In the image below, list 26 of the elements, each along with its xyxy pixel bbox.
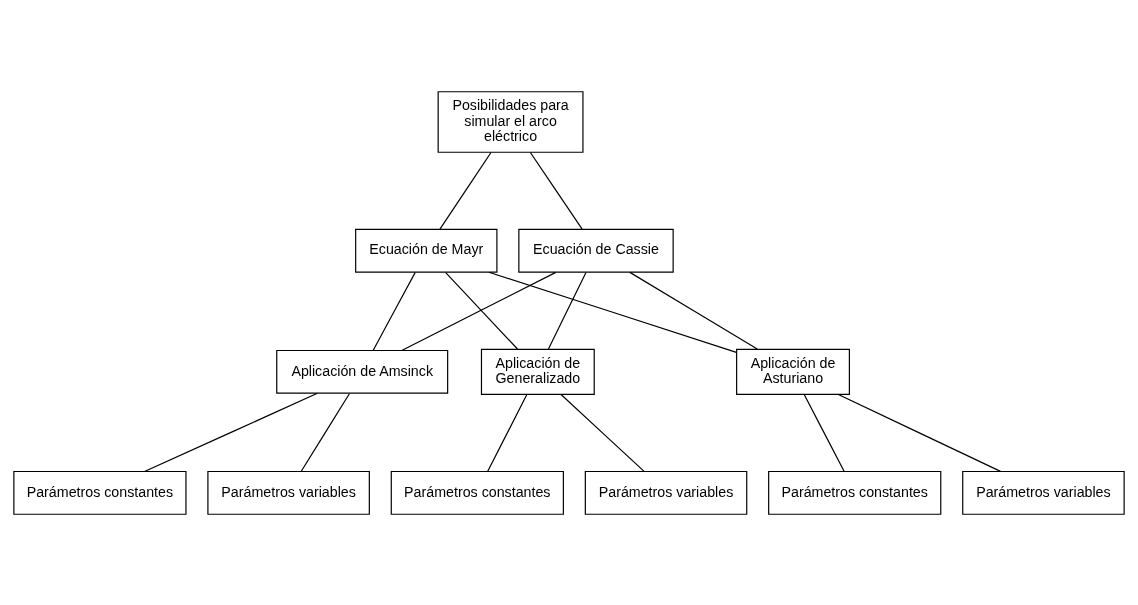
node-box: Aplicación de Amsinck	[276, 349, 449, 394]
connector	[372, 271, 416, 351]
node-box: Parámetros variables	[207, 470, 370, 515]
connector	[529, 151, 583, 230]
connector	[629, 271, 758, 350]
node-box: Parámetros constantes	[13, 470, 187, 515]
connector	[547, 271, 587, 350]
connector	[445, 271, 519, 350]
connector	[401, 271, 557, 351]
connector	[439, 151, 492, 230]
connector	[560, 393, 645, 472]
connector	[487, 393, 528, 472]
connector	[803, 393, 845, 472]
node-box: Parámetros constantes	[390, 470, 564, 515]
node-box: Aplicación de Asturiano	[736, 348, 850, 395]
node-box: Ecuación de Cassie	[518, 228, 674, 273]
node-box: Parámetros variables	[584, 470, 748, 515]
node-box: Parámetros variables	[962, 470, 1125, 515]
node-box: Posibilidades para simular el arco eléctrico	[437, 90, 584, 153]
connector	[488, 271, 737, 353]
node-box: Ecuación de Mayr	[355, 228, 498, 273]
node-box: Aplicación de Generalizado	[480, 348, 595, 395]
node-box: Parámetros constantes	[768, 470, 942, 515]
connector	[143, 392, 318, 472]
connector	[300, 392, 350, 472]
connector	[837, 393, 1002, 472]
